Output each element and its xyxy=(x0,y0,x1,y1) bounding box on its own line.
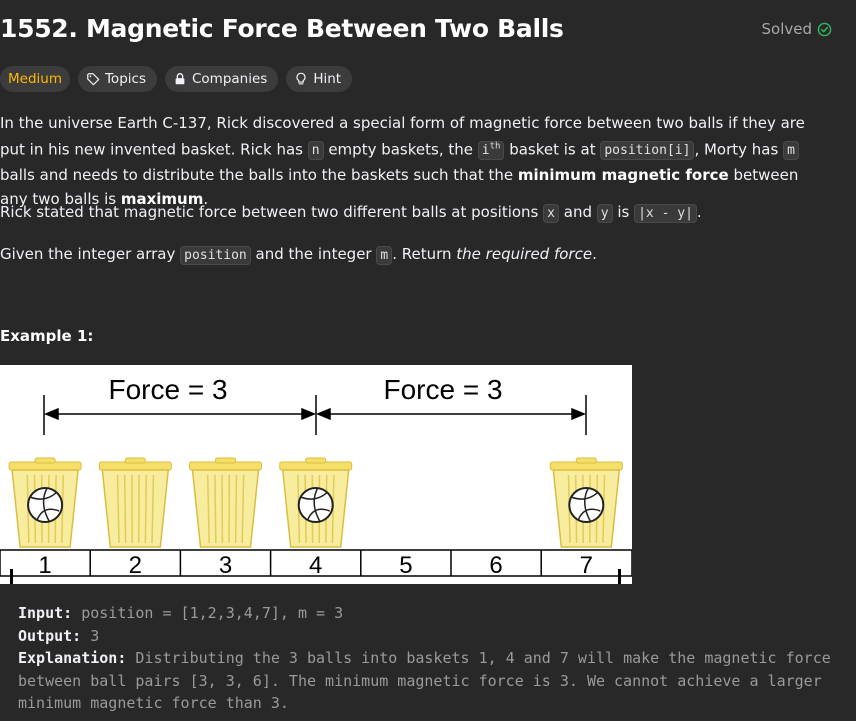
slot-labels: 1 2 3 4 5 6 7 xyxy=(38,550,593,579)
example-input: Input: position = [1,2,3,4,7], m = 3 xyxy=(18,604,344,622)
tag-icon xyxy=(87,73,100,86)
baskets-group xyxy=(8,457,623,548)
inline-code-m: m xyxy=(783,141,799,161)
topics-label: Topics xyxy=(104,71,146,87)
topics-tag[interactable]: Topics xyxy=(77,66,157,92)
volleyball xyxy=(27,487,64,523)
inline-code-ith: ith xyxy=(477,141,505,161)
slot-label: 1 xyxy=(38,552,51,579)
slot-label: 2 xyxy=(129,552,142,579)
inline-code-position: position xyxy=(180,246,251,265)
inline-code-formula: |x - y| xyxy=(634,204,697,223)
slot-label: 7 xyxy=(580,552,593,579)
force-arrows xyxy=(43,395,587,435)
solved-status: Solved xyxy=(762,20,833,38)
check-circle-icon xyxy=(817,22,832,36)
position-strip xyxy=(0,549,633,584)
basket xyxy=(8,457,82,548)
inline-code-n: n xyxy=(307,141,324,161)
example-io: Input: position = [1,2,3,4,7], m = 3 Out… xyxy=(18,602,838,715)
basket xyxy=(549,457,623,548)
companies-tag[interactable]: Companies xyxy=(164,66,279,92)
inline-code-m2: m xyxy=(376,246,393,265)
basket xyxy=(98,457,172,548)
slot-label: 5 xyxy=(399,552,412,579)
basket xyxy=(279,457,353,548)
difficulty-badge[interactable]: Medium xyxy=(0,66,70,92)
hint-tag[interactable]: Hint xyxy=(286,66,353,92)
slot-label: 3 xyxy=(219,552,232,579)
problem-title: 1552. Magnetic Force Between Two Balls xyxy=(0,14,564,43)
inline-code-position-i: position[i] xyxy=(600,141,695,161)
volleyball xyxy=(297,487,334,523)
inline-code-y: y xyxy=(596,204,613,223)
tag-row: Medium Topics Companies Hint xyxy=(0,66,353,92)
inline-code-x: x xyxy=(543,204,559,223)
slot-label: 4 xyxy=(309,552,322,579)
lock-icon xyxy=(175,73,185,85)
slot-label: 6 xyxy=(489,552,502,579)
example-figure: Force = 3 Force = 3 1 2 3 4 5 6 7 xyxy=(0,365,633,584)
force-label-2: Force = 3 xyxy=(383,374,502,405)
force-label-1: Force = 3 xyxy=(108,374,227,405)
description-paragraph-1: In the universe Earth C-137, Rick discov… xyxy=(0,114,805,209)
lightbulb-icon xyxy=(296,72,306,85)
solved-label: Solved xyxy=(761,20,813,38)
scrollbar[interactable] xyxy=(850,0,856,721)
example-output: Output: 3 xyxy=(18,626,100,645)
description-paragraph-3: Given the integer array position and the… xyxy=(0,245,597,265)
volleyball xyxy=(568,487,605,523)
example-title: Example 1: xyxy=(0,327,94,345)
basket xyxy=(189,457,262,548)
basket-diagram: Force = 3 Force = 3 1 2 3 4 5 6 7 xyxy=(0,374,633,584)
description-paragraph-2: Rick stated that magnetic force between … xyxy=(0,203,702,223)
hint-label: Hint xyxy=(313,71,342,87)
companies-label: Companies xyxy=(191,71,268,87)
example-explanation: Explanation: Distributing the 3 balls in… xyxy=(18,649,831,712)
